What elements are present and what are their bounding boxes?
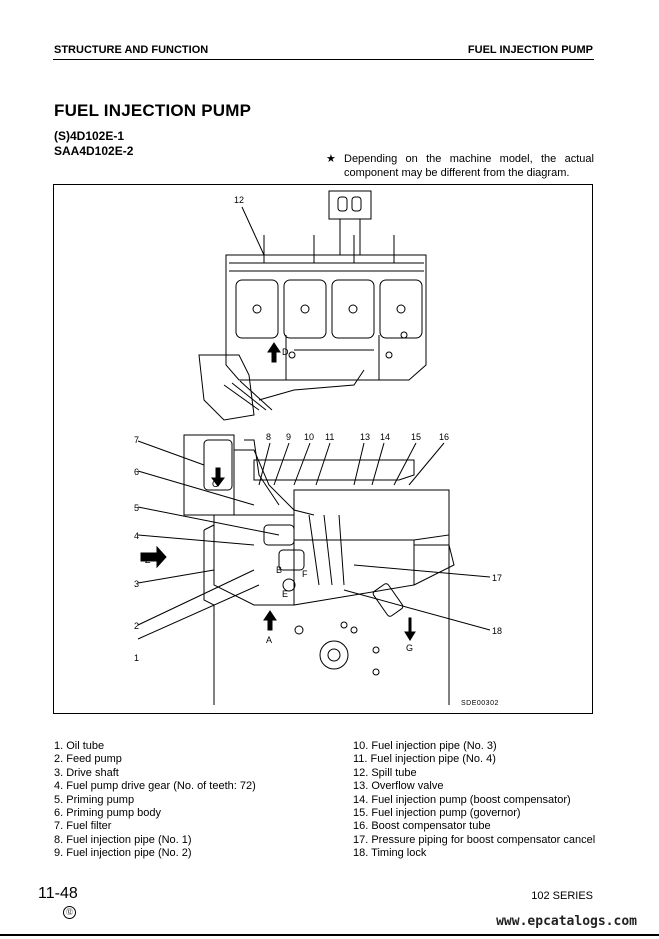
view-d-arrow bbox=[267, 342, 281, 363]
legend-item: 15. Fuel injection pump (governor) bbox=[353, 807, 521, 820]
note-text: Depending on the machine model, the actu… bbox=[344, 153, 594, 179]
legend-item: 5. Priming pump bbox=[54, 793, 135, 806]
priming-pump bbox=[278, 549, 305, 571]
view-g-arrow bbox=[404, 617, 416, 641]
header-rule bbox=[53, 59, 594, 60]
bottom-rule bbox=[0, 934, 659, 936]
engine-diagram: Z G A D C B E F 1 2 3 4 5 6 7 8 9 10 11 … bbox=[134, 190, 502, 705]
legend-item: 12. Spill tube bbox=[353, 766, 417, 779]
legend-item: 4. Fuel pump drive gear (No. of teeth: 7… bbox=[54, 780, 256, 793]
page-title: FUEL INJECTION PUMP bbox=[54, 101, 252, 120]
callout-3: 3 bbox=[134, 579, 139, 589]
view-a-arrow bbox=[263, 610, 277, 631]
header-topic: FUEL INJECTION PUMP bbox=[467, 44, 593, 56]
callout-14: 14 bbox=[380, 432, 390, 442]
legend-item: 16. Boost compensator tube bbox=[353, 820, 491, 833]
top-view-block bbox=[225, 254, 427, 381]
oil-cover bbox=[319, 640, 349, 670]
feed-pump-housing bbox=[213, 514, 295, 606]
legend-left: 1. Oil tube 2. Feed pump 3. Drive shaft … bbox=[54, 740, 256, 861]
model-2: SAA4D102E-2 bbox=[54, 144, 134, 158]
callout-5: 5 bbox=[134, 503, 139, 513]
legend-item: 10. Fuel injection pipe (No. 3) bbox=[353, 740, 497, 752]
diagram-frame: Z G A D C B E F 1 2 3 4 5 6 7 8 9 10 11 … bbox=[53, 184, 593, 714]
view-label-z: Z bbox=[145, 555, 151, 565]
rocker-cover bbox=[253, 459, 415, 481]
cylinder-2 bbox=[283, 279, 327, 339]
callout-9: 9 bbox=[286, 432, 291, 442]
legend-item: 13. Overflow valve bbox=[353, 780, 444, 793]
legend-item: 1. Oil tube bbox=[54, 740, 105, 752]
header-section: STRUCTURE AND FUNCTION bbox=[54, 44, 209, 56]
cylinder-4 bbox=[379, 279, 423, 339]
cylinder-3 bbox=[331, 279, 375, 339]
callout-17: 17 bbox=[492, 573, 502, 583]
fuel-filter-body bbox=[183, 434, 235, 516]
legend-item: 2. Feed pump bbox=[54, 753, 122, 766]
figure-code: SDE00302 bbox=[461, 700, 499, 707]
callout-2: 2 bbox=[134, 621, 139, 631]
callout-4: 4 bbox=[134, 531, 139, 541]
series-label: 102 SERIES bbox=[531, 890, 593, 902]
top-view-pump bbox=[198, 354, 255, 421]
legend-item: 17. Pressure piping for boost compensato… bbox=[353, 833, 596, 846]
view-label-d: D bbox=[282, 347, 289, 357]
legend-right: 10. Fuel injection pipe (No. 3) 11. Fuel… bbox=[353, 740, 595, 861]
side-block-upper bbox=[293, 489, 450, 541]
legend-item: 6. Priming pump body bbox=[54, 807, 161, 820]
callout-11: 11 bbox=[325, 432, 334, 442]
callout-13: 13 bbox=[360, 432, 370, 442]
revision-mark: ⑫ bbox=[63, 906, 76, 919]
view-z-arrow bbox=[140, 545, 167, 569]
legend-item: 11. Fuel injection pipe (No. 4) bbox=[353, 753, 496, 766]
callout-6: 6 bbox=[134, 467, 139, 477]
callout-12: 12 bbox=[234, 195, 244, 205]
legend-item: 14. Fuel injection pump (boost compensat… bbox=[353, 793, 571, 806]
view-label-c: C bbox=[212, 479, 219, 489]
legend-item: 7. Fuel filter bbox=[54, 820, 112, 833]
view-c-arrow bbox=[211, 467, 225, 487]
callout-1: 1 bbox=[134, 653, 139, 663]
top-flange bbox=[328, 190, 372, 220]
callout-10: 10 bbox=[304, 432, 314, 442]
callout-8: 8 bbox=[266, 432, 271, 442]
callout-7: 7 bbox=[134, 435, 139, 445]
view-label-e: E bbox=[282, 589, 288, 599]
callout-15: 15 bbox=[411, 432, 421, 442]
callout-16: 16 bbox=[439, 432, 449, 442]
diagram-note: ★ Depending on the machine model, the ac… bbox=[326, 152, 594, 180]
model-1: (S)4D102E-1 bbox=[54, 129, 125, 143]
view-label-f: F bbox=[302, 569, 308, 579]
page-number: 11-48 bbox=[38, 885, 78, 902]
star-icon: ★ bbox=[326, 153, 336, 165]
watermark: www.epcatalogs.com bbox=[496, 914, 637, 929]
legend-item: 8. Fuel injection pipe (No. 1) bbox=[54, 833, 192, 846]
view-label-g: G bbox=[406, 643, 413, 653]
legend-item: 3. Drive shaft bbox=[54, 766, 119, 779]
cylinder-1 bbox=[235, 279, 279, 339]
view-label-b: B bbox=[276, 565, 282, 575]
legend-item: 18. Timing lock bbox=[353, 847, 427, 860]
legend-item: 9. Fuel injection pipe (No. 2) bbox=[54, 847, 192, 860]
view-label-a: A bbox=[266, 635, 272, 645]
callout-18: 18 bbox=[492, 626, 502, 636]
